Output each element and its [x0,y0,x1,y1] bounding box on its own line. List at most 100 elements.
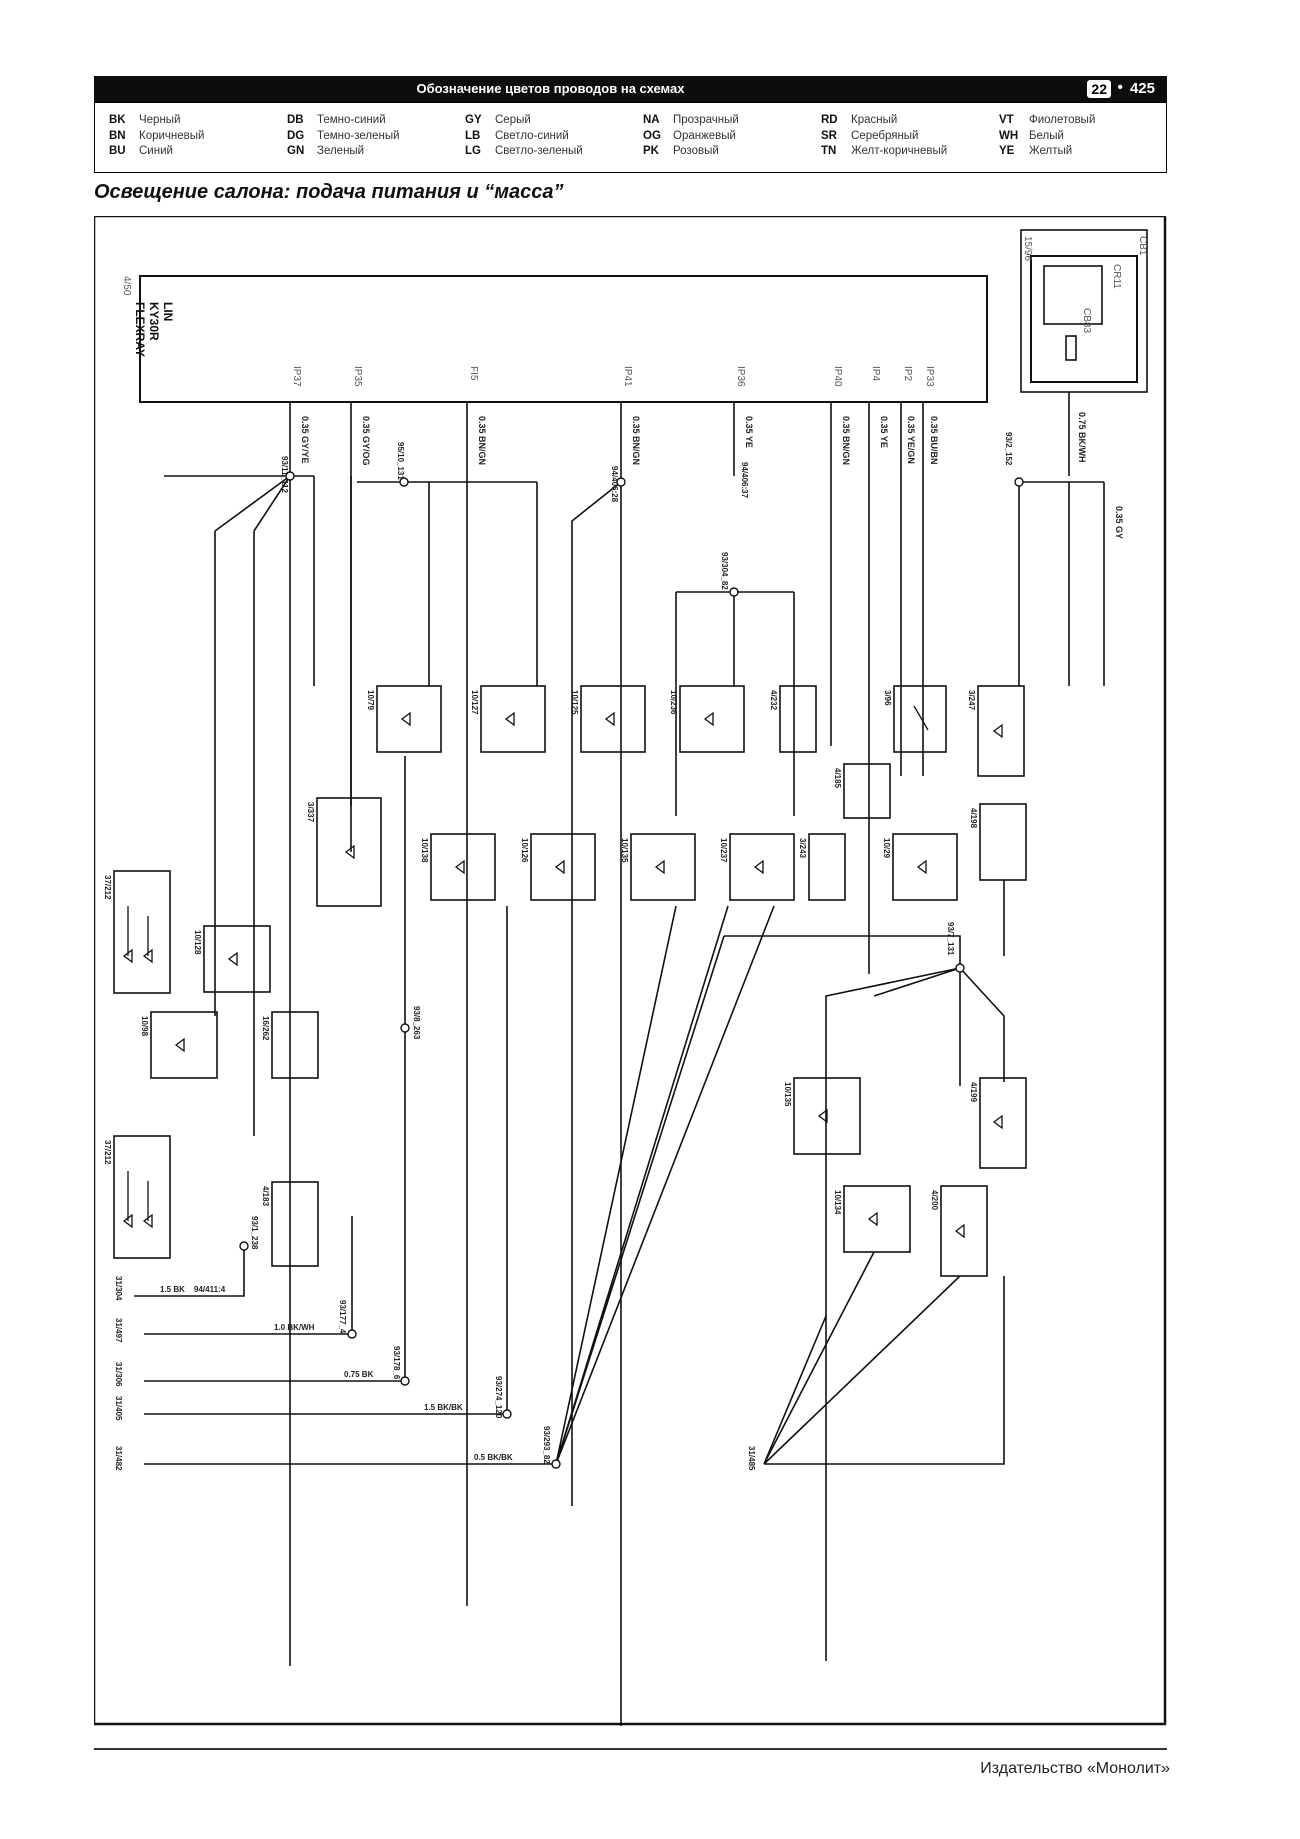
legend-name: Светло-синий [495,129,569,142]
led-icon [174,1037,185,1053]
led-icon [703,711,714,727]
splice-label: 93/274_120 [494,1376,503,1419]
ground-label: 31/482 [114,1446,123,1471]
component-label: 4/198 [969,808,978,829]
component-label: 10/135 [620,838,629,863]
double-led-icon [122,906,153,964]
legend-name: Оранжевый [673,129,736,142]
legend-name: Темно-зеленый [317,129,400,142]
led-icon [992,1114,1003,1130]
ground-wire-label: 94/411:4 [194,1285,226,1294]
branch-95-10 [357,481,538,686]
splice-93-8 [400,1023,410,1033]
comp-10-29 [892,833,958,901]
led-icon [916,859,927,875]
legend-item: SR Серебряный [821,130,947,146]
splice-93-11 [285,471,295,481]
legend-code: GN [287,145,305,157]
component-label: 10/29 [882,838,891,859]
wire-label: 0.35 YE [879,416,889,448]
legend-name: Светло-зеленый [495,145,583,157]
ground-label: 31/497 [114,1318,123,1343]
led-icon [504,711,515,727]
led-icon [400,711,411,727]
comp-4-183 [271,1181,319,1267]
wire-label: 0.35 BN/GN [841,416,851,465]
legend-code: BK [109,114,126,126]
comp-4-232 [779,685,817,753]
component-label: 10/138 [420,838,429,863]
pin-label: FI5 [468,366,479,381]
legend-code: GY [465,114,482,126]
comp-10-128 [203,925,271,993]
comp-10-126 [530,833,596,901]
splice-label: 93/2_152 [1004,432,1013,466]
legend-code: DG [287,129,305,142]
pin-label: IP35 [352,366,363,387]
ground-wire-label: 1.5 BK [160,1285,185,1294]
legend-name: Серебряный [851,129,919,142]
splice-label: 93/7_131 [946,922,955,956]
led-icon [867,1211,878,1227]
component-label: 10/237 [719,838,728,863]
legend-name: Красный [851,114,898,126]
component-label: 37/212 [103,875,112,900]
comp-10-138 [430,833,496,901]
module-line: FLEXRAY [133,302,147,357]
splice-label: 95/10_131 [396,442,405,480]
fuse-box-id: CB1 [1137,236,1148,256]
legend-code: PK [643,145,659,157]
led-icon [954,1223,965,1239]
ground-31-485 [763,1251,1005,1465]
legend-code: NA [643,114,660,126]
legend-code: WH [999,129,1019,142]
legend-code: SR [821,129,837,142]
component-label: 10/79 [366,690,375,711]
footer-rule [94,1748,1167,1750]
splice-label: 94/406:28 [610,466,619,503]
splice-label: 93/178_6 [392,1346,401,1380]
ground-wire-label: 0.5 BK/BK [474,1453,513,1462]
branch-94-406-28 [571,481,622,1506]
component-label: 4/200 [930,1190,939,1211]
module-id: 4/50 [121,276,132,296]
legend-code: RD [821,114,838,126]
comp-37-212-b [113,1135,171,1259]
splice-label: 93/11_112 [280,456,289,493]
branch-93-2 [1018,481,1105,686]
comp-3-247 [977,685,1025,777]
comp-10-134 [843,1185,911,1253]
wire-label: 0.35 GY [1114,506,1124,539]
legend-name: Темно-синий [317,114,386,126]
pin-label: IP2 [902,366,913,381]
switch-icon [913,705,929,731]
pin-label: IP40 [832,366,843,387]
splice-93-177 [347,1329,357,1339]
pin-label: IP37 [291,366,302,387]
component-label: 3/247 [967,690,976,711]
component-label: 10/134 [833,1190,842,1215]
fuse-box-id: 15/96 [1022,236,1033,261]
comp-10-79 [376,685,442,753]
component-label: 16/262 [261,1016,270,1041]
splice-93-7 [955,963,965,973]
branch-93-7 [724,880,1005,1661]
splice-label: 93/177_4 [338,1300,347,1334]
page-number: 425 [1129,80,1155,97]
component-label: 10/126 [520,838,529,863]
fuse-box-id: CR11 [1111,264,1122,289]
splice-95-10 [399,477,409,487]
legend-code: BU [109,145,126,157]
legend-name: Желт-коричневый [851,145,948,157]
